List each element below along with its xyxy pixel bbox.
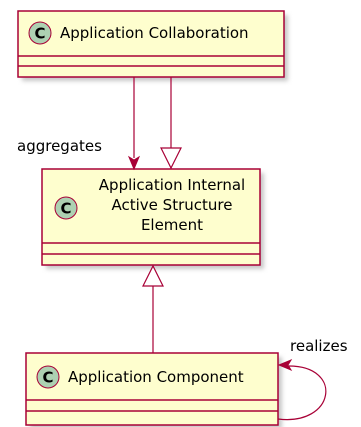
arrowhead-icon: [277, 358, 293, 372]
class-stereotype-letter: C: [42, 369, 53, 387]
class-name: Application Component: [68, 368, 244, 386]
relation-component-generalization[interactable]: [142, 264, 164, 353]
class-box: [17, 10, 285, 78]
relation-line: [277, 365, 327, 421]
class-application-collaboration[interactable]: C Application Collaboration: [17, 10, 288, 81]
class-stereotype-letter: C: [34, 25, 45, 43]
relation-realizes[interactable]: realizes: [277, 337, 348, 421]
class-box: [41, 168, 261, 266]
class-name-line-3: Element: [141, 216, 203, 234]
relation-label: aggregates: [17, 137, 102, 155]
class-name-line-2: Active Structure: [112, 196, 233, 214]
relation-aggregates[interactable]: aggregates: [17, 77, 141, 171]
class-application-component[interactable]: C Application Component: [25, 352, 282, 427]
generalization-triangle-icon: [142, 264, 164, 287]
class-stereotype-letter: C: [60, 200, 71, 218]
class-name-line-1: Application Internal: [99, 176, 245, 194]
relation-label: realizes: [290, 337, 348, 355]
generalization-triangle-icon: [160, 147, 182, 170]
class-stereotype-circle-icon: C: [28, 21, 52, 45]
class-name: Application Collaboration: [60, 24, 249, 42]
class-box: [25, 352, 279, 426]
class-stereotype-circle-icon: C: [54, 196, 78, 220]
class-stereotype-circle-icon: C: [36, 365, 60, 389]
arrowhead-icon: [127, 155, 141, 171]
class-application-internal-active-structure-element[interactable]: C Application Internal Active Structure …: [41, 168, 264, 269]
relation-collaboration-generalization[interactable]: [160, 77, 182, 170]
